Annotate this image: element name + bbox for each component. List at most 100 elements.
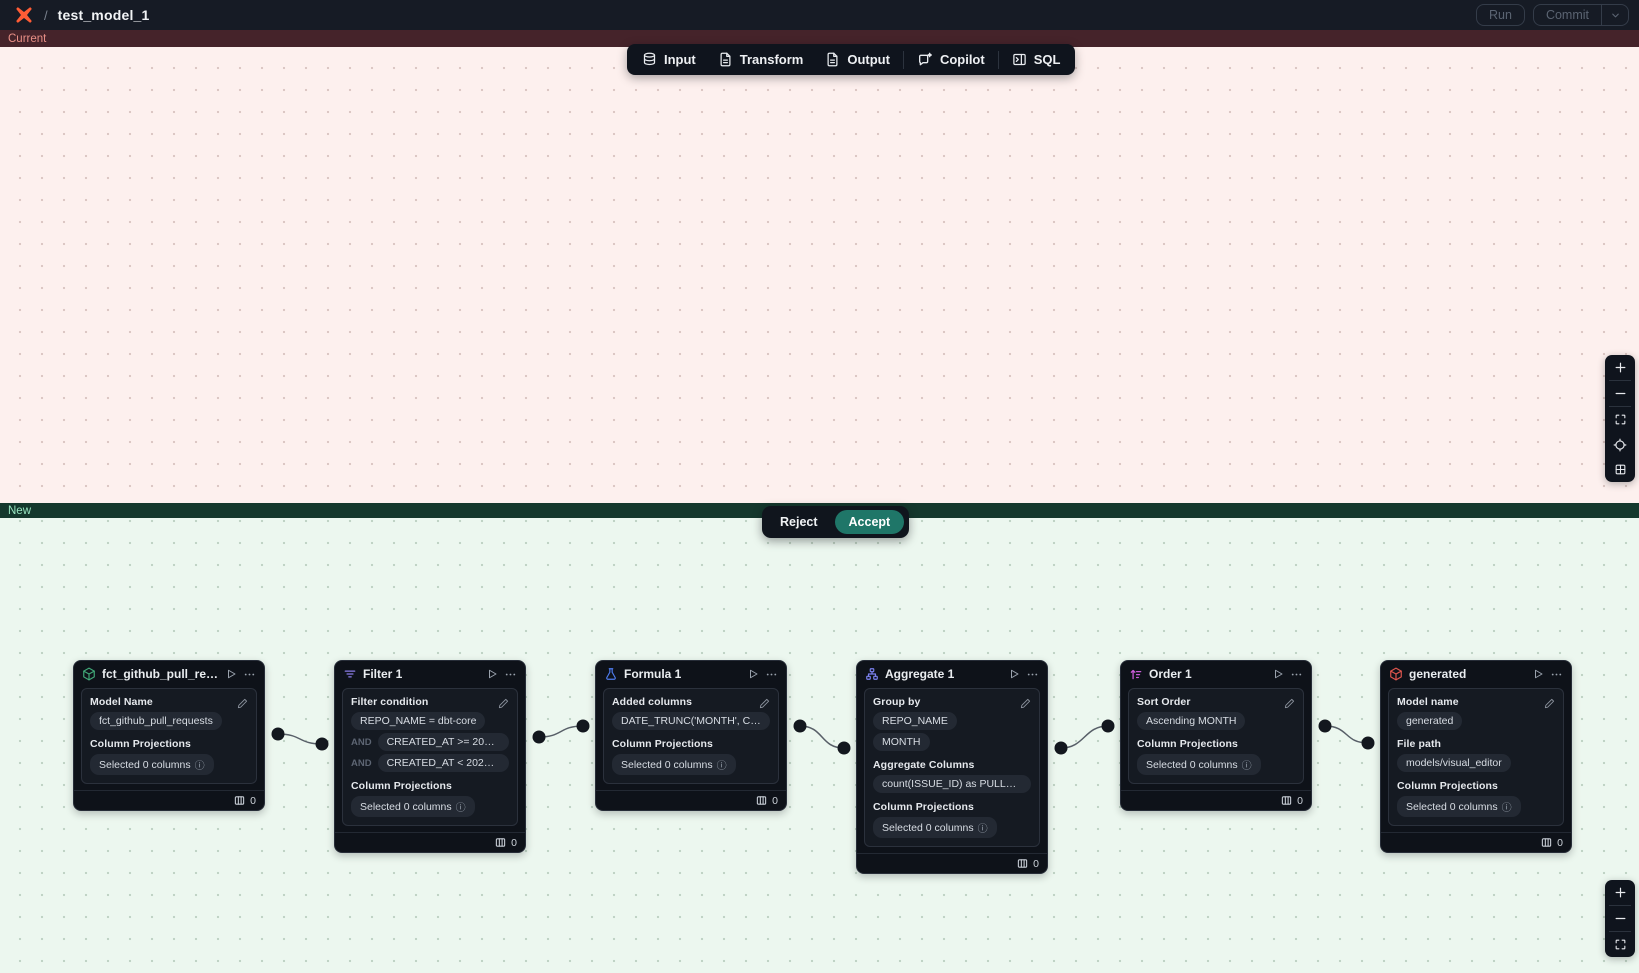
fit-view-button[interactable] xyxy=(1605,407,1635,432)
target-port[interactable] xyxy=(1361,736,1375,750)
run-button[interactable]: Run xyxy=(1476,4,1525,26)
canvas-controls-bottom xyxy=(1605,880,1635,957)
current-canvas[interactable] xyxy=(0,47,1639,503)
more-menu-icon[interactable] xyxy=(765,668,778,681)
value-pill[interactable]: DATE_TRUNC('MONTH', CREATED_AT… xyxy=(612,712,770,730)
grid-view-button[interactable] xyxy=(1605,457,1635,482)
play-icon[interactable] xyxy=(1272,668,1284,680)
value-pill[interactable]: models/visual_editor xyxy=(1397,754,1511,772)
column-count: 0 xyxy=(250,794,256,807)
zoom-in-button[interactable] xyxy=(1605,880,1635,905)
target-port[interactable] xyxy=(837,741,851,755)
pill-row: REPO_NAME xyxy=(873,712,1031,730)
pipeline-node-fct_github_pull_requests[interactable]: fct_github_pull_requests Model Namefct_g… xyxy=(73,660,265,811)
value-pill[interactable]: CREATED_AT < 2025-03-01 xyxy=(377,754,509,772)
review-bar: Reject Accept xyxy=(762,506,910,538)
toolbar-item-output[interactable]: Output xyxy=(814,44,901,75)
source-port[interactable] xyxy=(271,727,285,741)
more-menu-icon[interactable] xyxy=(1290,668,1303,681)
reject-button[interactable]: Reject xyxy=(767,510,831,534)
target-port[interactable] xyxy=(315,737,329,751)
connection-layer xyxy=(271,719,1375,755)
value-pill[interactable]: count(ISSUE_ID) as PULL_REQUEST_… xyxy=(873,775,1031,793)
source-port[interactable] xyxy=(1318,719,1332,733)
more-menu-icon[interactable] xyxy=(1550,668,1563,681)
toolbar-item-transform[interactable]: Transform xyxy=(707,44,815,75)
info-icon: ⓘ xyxy=(194,761,205,772)
zoom-out-button[interactable] xyxy=(1605,906,1635,931)
node-type-icon xyxy=(82,667,96,681)
commit-dropdown-chevron-icon[interactable] xyxy=(1602,5,1628,25)
locate-button[interactable] xyxy=(1605,432,1635,457)
more-menu-icon[interactable] xyxy=(504,668,517,681)
connection-wire xyxy=(1324,725,1369,744)
field-label: Column Projections xyxy=(90,738,191,750)
edit-pencil-icon[interactable] xyxy=(237,696,248,714)
play-icon[interactable] xyxy=(747,668,759,680)
accept-button[interactable]: Accept xyxy=(834,510,905,534)
commit-button[interactable]: Commit xyxy=(1534,5,1601,25)
toolbar-item-input[interactable]: Input xyxy=(631,44,707,75)
toolbar-item-copilot[interactable]: Copilot xyxy=(906,44,996,75)
source-port[interactable] xyxy=(1054,741,1068,755)
more-menu-icon[interactable] xyxy=(243,668,256,681)
node-title: fct_github_pull_requests xyxy=(102,667,219,681)
target-port[interactable] xyxy=(576,719,590,733)
columns-icon xyxy=(495,838,506,847)
divider xyxy=(1609,380,1631,381)
field-label: Column Projections xyxy=(1397,780,1498,792)
field-label: Column Projections xyxy=(873,801,974,813)
field-label: Column Projections xyxy=(351,780,452,792)
new-canvas[interactable]: fct_github_pull_requests Model Namefct_g… xyxy=(0,518,1639,973)
toolbar-item-sql[interactable]: SQL xyxy=(1001,44,1072,75)
value-pill[interactable]: REPO_NAME xyxy=(873,712,957,730)
value-pill[interactable]: MONTH xyxy=(873,733,930,751)
field-label: Column Projections xyxy=(1137,738,1238,750)
source-port[interactable] xyxy=(532,730,546,744)
fit-view-button[interactable] xyxy=(1605,932,1635,957)
value-pill[interactable]: fct_github_pull_requests xyxy=(90,712,222,730)
edit-pencil-icon[interactable] xyxy=(1020,696,1031,714)
play-icon[interactable] xyxy=(1008,668,1020,680)
node-type-icon xyxy=(1129,667,1143,681)
zoom-in-button[interactable] xyxy=(1605,355,1635,380)
node-header: generated xyxy=(1381,661,1571,687)
play-icon[interactable] xyxy=(225,668,237,680)
edit-pencil-icon[interactable] xyxy=(759,696,770,714)
play-icon[interactable] xyxy=(1532,668,1544,680)
value-pill[interactable]: Ascending MONTH xyxy=(1137,712,1246,730)
edit-pencil-icon[interactable] xyxy=(1544,696,1555,714)
value-pill[interactable]: REPO_NAME = dbt-core xyxy=(351,712,486,730)
edit-pencil-icon[interactable] xyxy=(498,696,509,714)
target-port[interactable] xyxy=(1101,719,1115,733)
zoom-out-button[interactable] xyxy=(1605,381,1635,406)
divider xyxy=(1609,931,1631,932)
node-footer: 0 xyxy=(1381,832,1571,852)
value-pill[interactable]: generated xyxy=(1397,712,1463,730)
source-port[interactable] xyxy=(793,719,807,733)
dbt-logo-icon[interactable] xyxy=(14,5,34,25)
toolbar-separator xyxy=(902,50,904,69)
value-pill[interactable]: CREATED_AT >= 2024-12-01 xyxy=(377,733,509,751)
play-icon[interactable] xyxy=(486,668,498,680)
more-menu-icon[interactable] xyxy=(1026,668,1039,681)
edit-pencil-icon[interactable] xyxy=(1284,696,1295,714)
node-title: Order 1 xyxy=(1149,667,1192,681)
